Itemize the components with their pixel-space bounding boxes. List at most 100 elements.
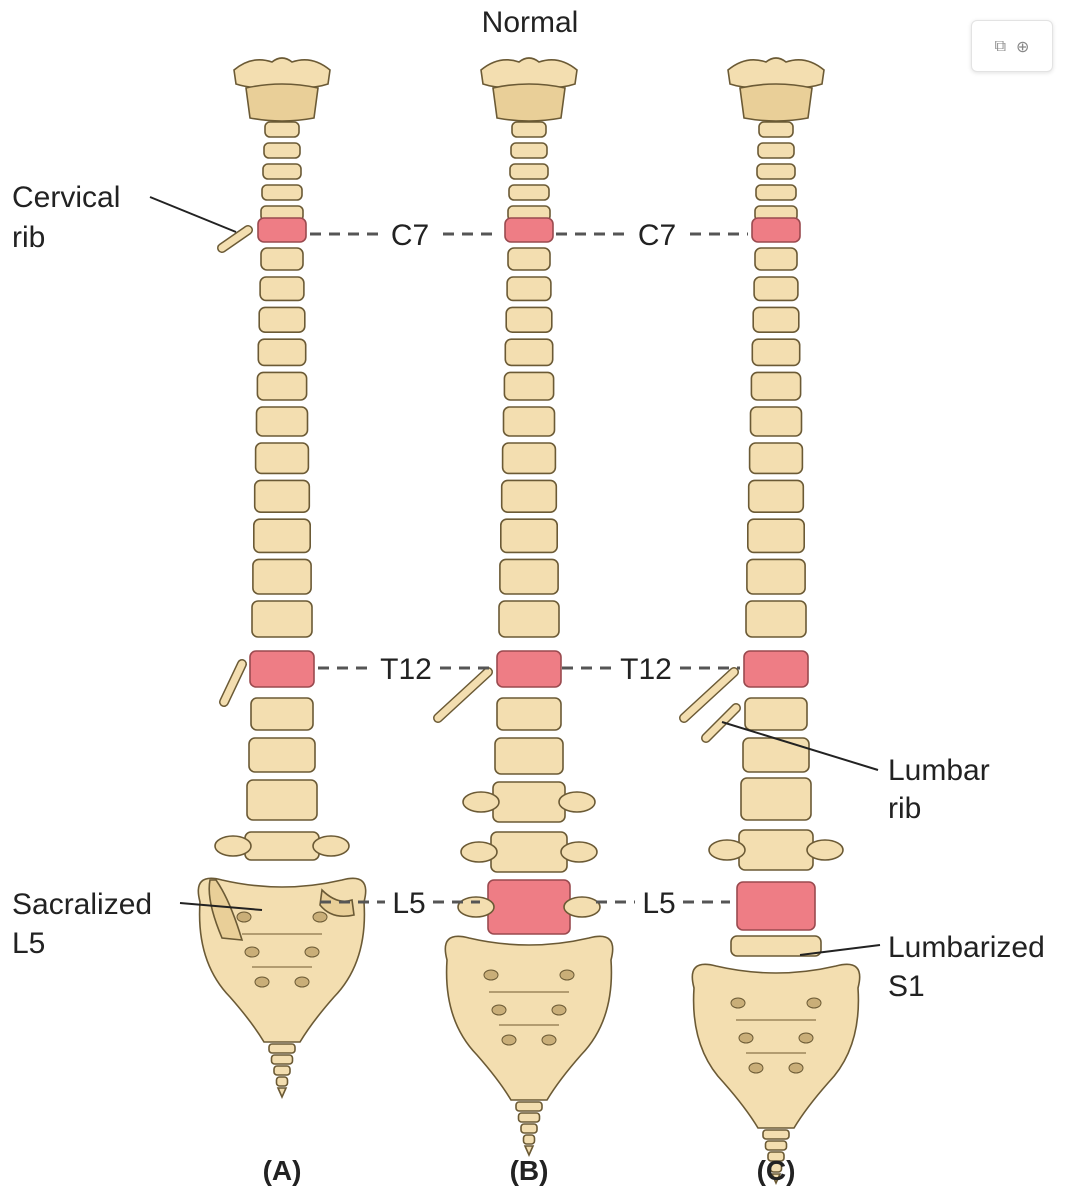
spine-c-lumbar-1 <box>745 698 807 730</box>
spine-c-cervical-4 <box>757 164 795 179</box>
spine-b-lumbar-3-process-left <box>463 792 499 812</box>
spine-b <box>445 58 612 1155</box>
spine-c-t8 <box>749 480 804 512</box>
spine-c-coccyx-0 <box>763 1130 789 1139</box>
spine-a-axis <box>246 84 318 121</box>
spine-c-cervical-5 <box>756 185 796 200</box>
spine-a-foramen-4 <box>255 977 269 987</box>
spine-b-t6 <box>504 407 555 436</box>
spine-a-t2 <box>260 277 304 300</box>
copy-icon[interactable]: ⧉ <box>995 36 1006 56</box>
sacralized-l5-label-line1: Sacralized <box>12 888 152 921</box>
spine-b-lumbar-5-process-right <box>564 897 600 917</box>
c7-label-left: C7 <box>391 219 429 252</box>
spine-a-coccyx-0 <box>269 1044 295 1053</box>
spine-b-c7 <box>505 218 553 242</box>
spine-b-lumbar-4-process-right <box>561 842 597 862</box>
spine-b-t8 <box>502 480 557 512</box>
spine-c-lumbar-6 <box>731 936 821 956</box>
lumbarized-s1-label-line1: Lumbarized <box>888 931 1045 964</box>
spine-c-t4 <box>752 339 799 365</box>
l5-label-right: L5 <box>642 887 675 920</box>
spine-a-coccyx-3 <box>277 1077 288 1086</box>
spine-a-c7 <box>258 218 306 242</box>
spine-b-lumbar-2 <box>495 738 563 774</box>
spine-b-atlas <box>481 58 577 88</box>
zoom-in-icon[interactable]: ⊕ <box>1016 37 1029 56</box>
spine-a-coccyx-1 <box>272 1055 293 1064</box>
spine-c-sacrum <box>692 964 859 1128</box>
panel-label-c: (C) <box>757 1155 796 1186</box>
spine-c-t2 <box>754 277 798 300</box>
spine-c-lumbar-4-process-right <box>807 840 843 860</box>
spine-c-foramen-5 <box>789 1063 803 1073</box>
spines-layer <box>198 58 859 1183</box>
cervical-rib-label-line2: rib <box>12 221 45 254</box>
spine-c-t10 <box>747 559 805 594</box>
spine-c-axis <box>740 84 812 121</box>
lumbar-rib-label-line1: Lumbar <box>888 754 990 787</box>
spine-a-foramen-3 <box>305 947 319 957</box>
spine-a-foramen-5 <box>295 977 309 987</box>
spine-a <box>198 58 365 1097</box>
spine-c-foramen-3 <box>799 1033 813 1043</box>
t12-label-right: T12 <box>620 653 672 686</box>
spine-a-t1 <box>261 248 303 270</box>
spine-c-t6 <box>751 407 802 436</box>
image-toolbar: ⧉ ⊕ <box>971 20 1053 72</box>
spine-a-cervical-4 <box>263 164 301 179</box>
spine-a-t10 <box>253 559 311 594</box>
spine-a-lumbar-1 <box>251 698 313 730</box>
spine-a-atlas <box>234 58 330 88</box>
spine-b-coccyx-2 <box>521 1124 537 1133</box>
spine-b-lumbar-3-process-right <box>559 792 595 812</box>
spine-b-foramen-2 <box>492 1005 506 1015</box>
spine-c-t11 <box>746 601 806 637</box>
spine-c-cervical-3 <box>758 143 794 158</box>
spine-a-coccyx-tip <box>278 1088 286 1097</box>
spine-b-t4 <box>505 339 552 365</box>
spine-b-cervical-3 <box>511 143 547 158</box>
spine-b-cervical-4 <box>510 164 548 179</box>
spine-b-lumbar-4-process-left <box>461 842 497 862</box>
spine-b-t12-rib <box>438 672 488 718</box>
spine-c-foramen-0 <box>731 998 745 1008</box>
spine-c-t3 <box>753 307 799 332</box>
spine-c-foramen-2 <box>739 1033 753 1043</box>
spine-c-lumbar-5 <box>737 882 815 930</box>
lumbar-rib <box>706 708 736 738</box>
spine-b-cervical-2 <box>512 122 546 137</box>
spine-a-foramen-1 <box>313 912 327 922</box>
spine-b-coccyx-3 <box>524 1135 535 1144</box>
spine-b-coccyx-tip <box>525 1146 533 1155</box>
cervical-rib <box>222 230 248 248</box>
spine-c-lumbar-2 <box>743 738 809 772</box>
spine-a-t3 <box>259 307 305 332</box>
spine-b-axis <box>493 84 565 121</box>
lumbar-rib-label-line2: rib <box>888 792 921 825</box>
spine-a-t6 <box>257 407 308 436</box>
spine-b-t11 <box>499 601 559 637</box>
panel-label-b: (B) <box>510 1155 549 1186</box>
spine-a-t8 <box>255 480 310 512</box>
t12-label-left: T12 <box>380 653 432 686</box>
spine-a-t12-rib <box>224 664 242 702</box>
spine-c-lumbar-4 <box>739 830 813 870</box>
sacralized-l5-label-line2: L5 <box>12 927 45 960</box>
lumbarized-s1-label-line2: S1 <box>888 970 925 1003</box>
spine-b-foramen-0 <box>484 970 498 980</box>
spine-b-lumbar-5 <box>488 880 570 934</box>
spine-c-lumbar-3 <box>741 778 811 820</box>
spine-b-t7 <box>503 443 556 473</box>
spine-c-t9 <box>748 519 804 552</box>
spine-a-t5 <box>257 372 306 400</box>
spine-b-t9 <box>501 519 557 552</box>
spine-b-t10 <box>500 559 558 594</box>
spine-a-t12 <box>250 651 314 687</box>
cervical-rib-leader <box>150 197 236 232</box>
spine-c-foramen-4 <box>749 1063 763 1073</box>
spine-b-sacrum <box>445 936 612 1100</box>
spine-b-coccyx-0 <box>516 1102 542 1111</box>
spine-c-t7 <box>750 443 803 473</box>
spine-b-lumbar-1 <box>497 698 561 730</box>
